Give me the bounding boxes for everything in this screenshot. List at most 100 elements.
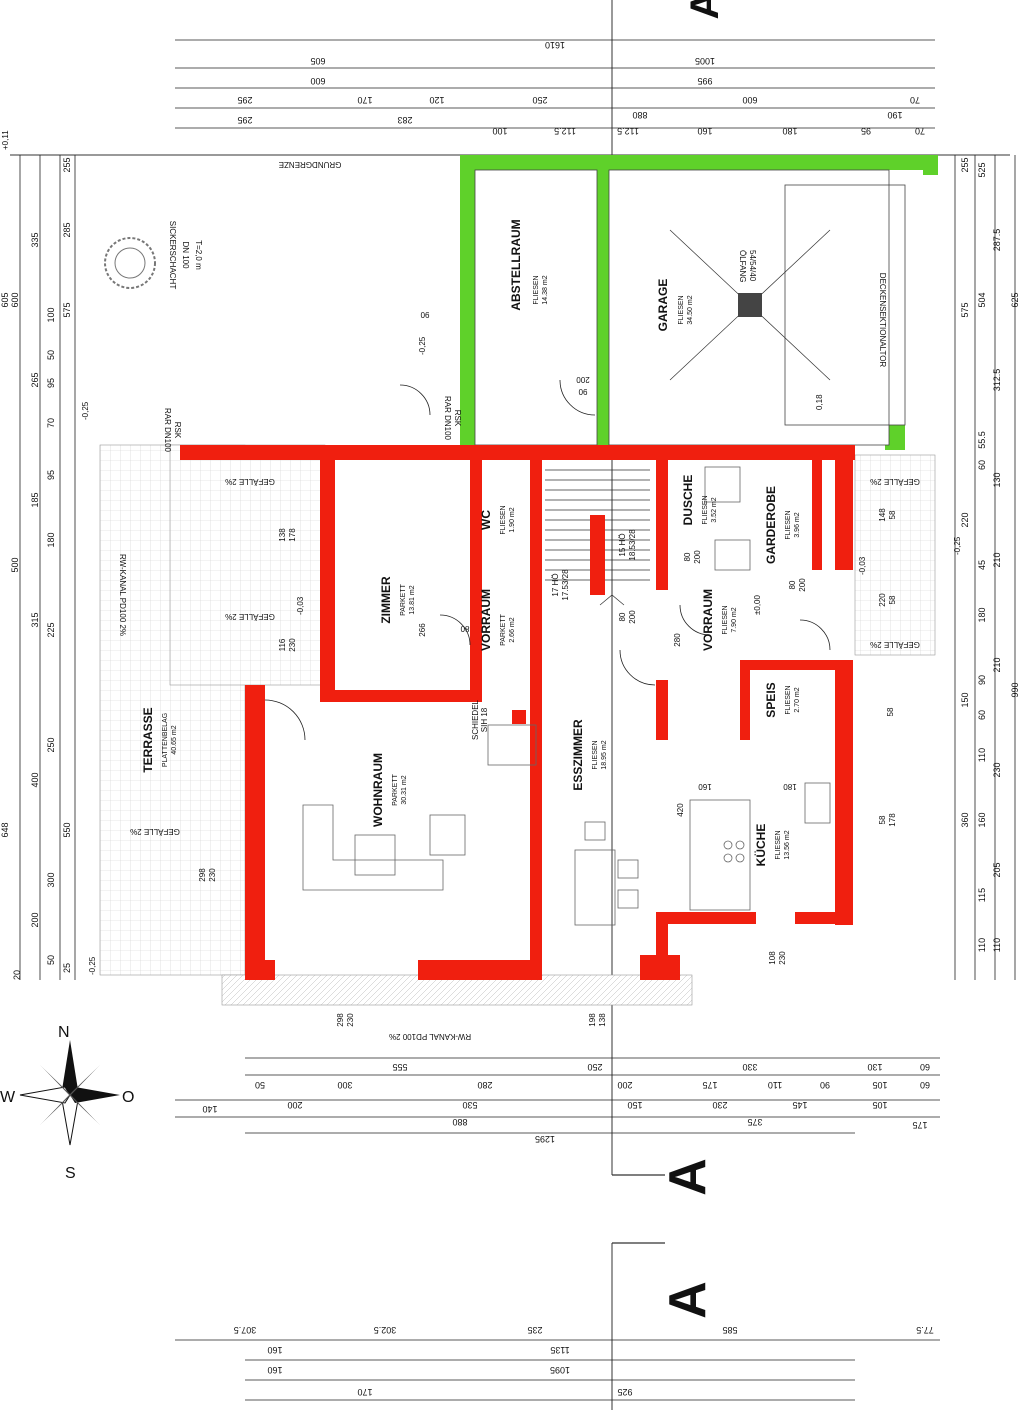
svg-text:400: 400	[30, 772, 40, 787]
room-speis: SPEIS FLIESEN 2.70 m2	[764, 682, 801, 717]
svg-text:255: 255	[62, 157, 72, 172]
svg-text:185: 185	[30, 492, 40, 507]
svg-text:ESSZIMMER: ESSZIMMER	[571, 719, 585, 791]
svg-text:T=2,0 m: T=2,0 m	[194, 240, 203, 270]
garage-walls: ÖLFANG 54/54/40 DECKENSEKTIONALTOR	[460, 155, 938, 450]
svg-text:266: 266	[418, 623, 427, 637]
svg-text:116: 116	[278, 638, 287, 651]
svg-text:FLIESEN: FLIESEN	[722, 605, 729, 634]
svg-text:585: 585	[722, 1325, 737, 1335]
svg-text:3.96 m2: 3.96 m2	[794, 512, 801, 537]
svg-text:230: 230	[288, 638, 297, 652]
room-abstellraum: ABSTELLRAUM FLIESEN 14.38 m2	[509, 219, 549, 310]
svg-text:80: 80	[618, 612, 627, 621]
svg-text:60: 60	[977, 460, 987, 470]
svg-text:235: 235	[527, 1325, 542, 1335]
svg-text:-0,25: -0,25	[953, 536, 962, 555]
svg-text:54/54/40: 54/54/40	[748, 250, 757, 282]
house-walls	[180, 445, 855, 980]
svg-text:2.66 m2: 2.66 m2	[509, 617, 516, 642]
room-garage: GARAGE FLIESEN 34.50 m2	[656, 279, 694, 332]
section-marker-bottom: A	[659, 1281, 717, 1319]
svg-text:250: 250	[46, 737, 56, 752]
svg-text:VORRAUM: VORRAUM	[479, 589, 493, 651]
svg-text:178: 178	[288, 528, 297, 542]
svg-text:250: 250	[587, 1062, 602, 1072]
svg-text:45: 45	[977, 560, 987, 570]
svg-text:280: 280	[673, 633, 682, 647]
svg-text:200: 200	[693, 550, 702, 564]
svg-text:555: 555	[392, 1062, 407, 1072]
svg-text:14.38 m2: 14.38 m2	[542, 275, 549, 304]
svg-text:160: 160	[697, 126, 712, 136]
svg-text:GEFÄLLE 2%: GEFÄLLE 2%	[870, 477, 920, 486]
svg-text:70: 70	[46, 418, 56, 428]
svg-text:575: 575	[62, 302, 72, 317]
dim-top-995: 995	[697, 76, 712, 86]
svg-text:283: 283	[397, 115, 412, 125]
svg-text:110: 110	[768, 1080, 782, 1090]
svg-text:525: 525	[977, 162, 987, 177]
svg-text:295: 295	[237, 115, 252, 125]
svg-text:120: 120	[429, 95, 444, 105]
svg-text:FLIESEN: FLIESEN	[775, 830, 782, 859]
svg-text:198: 198	[588, 1013, 597, 1027]
svg-text:200: 200	[617, 1080, 632, 1090]
svg-text:GEFÄLLE 2%: GEFÄLLE 2%	[225, 477, 275, 486]
svg-text:220: 220	[878, 593, 887, 607]
svg-text:TERRASSE: TERRASSE	[141, 707, 155, 772]
svg-text:300: 300	[46, 872, 56, 887]
svg-text:550: 550	[62, 822, 72, 837]
terrace-upper	[169, 444, 326, 686]
svg-text:110: 110	[992, 938, 1002, 952]
svg-text:PARKETT: PARKETT	[400, 583, 407, 615]
svg-text:160: 160	[698, 782, 712, 791]
stair-labels: 15 HÖ 18.53/28 17 HÖ 17.53/28	[551, 529, 637, 601]
svg-text:1095: 1095	[550, 1365, 570, 1375]
svg-text:ABSTELLRAUM: ABSTELLRAUM	[509, 219, 523, 310]
svg-text:100: 100	[492, 126, 507, 136]
svg-text:DECKENSEKTIONALTOR: DECKENSEKTIONALTOR	[878, 273, 887, 368]
doors	[264, 379, 831, 741]
svg-text:170: 170	[357, 1387, 372, 1397]
svg-text:50: 50	[46, 350, 56, 360]
svg-text:180: 180	[782, 126, 797, 136]
room-terrasse: TERRASSE PLATTENBELAG 40.65 m2	[141, 707, 178, 772]
svg-text:KÜCHE: KÜCHE	[753, 824, 768, 867]
furniture	[302, 466, 831, 926]
svg-text:90: 90	[977, 675, 987, 685]
svg-text:SIH 18: SIH 18	[480, 707, 489, 732]
svg-text:18.53/28: 18.53/28	[628, 529, 637, 561]
room-esszimmer: ESSZIMMER FLIESEN 18.95 m2	[571, 719, 608, 791]
svg-text:GEFÄLLE 2%: GEFÄLLE 2%	[225, 612, 275, 621]
svg-text:40.65 m2: 40.65 m2	[171, 725, 178, 754]
svg-text:18.95 m2: 18.95 m2	[601, 740, 608, 769]
svg-text:130: 130	[867, 1062, 882, 1072]
svg-text:DUSCHE: DUSCHE	[681, 475, 695, 526]
bottom-dimensions: 555 250 330 130 60 50 300 280 200 175 11…	[175, 1057, 940, 1144]
svg-text:190: 190	[887, 110, 902, 120]
svg-text:90: 90	[420, 310, 429, 319]
svg-text:302.5: 302.5	[374, 1325, 397, 1335]
svg-text:880: 880	[452, 1117, 467, 1127]
svg-text:FLIESEN: FLIESEN	[533, 275, 540, 304]
svg-text:600: 600	[742, 95, 757, 105]
svg-text:230: 230	[346, 1013, 355, 1027]
svg-text:ZIMMER: ZIMMER	[379, 576, 393, 624]
svg-text:17.53/28: 17.53/28	[561, 569, 570, 601]
svg-text:SPEIS: SPEIS	[764, 682, 778, 717]
svg-text:250: 250	[532, 95, 547, 105]
svg-text:60: 60	[920, 1080, 930, 1090]
svg-text:500: 500	[10, 557, 20, 572]
svg-text:1295: 1295	[535, 1134, 555, 1144]
dim-top-1610: 1610	[545, 40, 565, 50]
compass-rose: N S W O	[0, 1024, 134, 1182]
svg-text:3.52 m2: 3.52 m2	[711, 497, 718, 522]
svg-text:175: 175	[912, 1120, 927, 1130]
svg-text:25: 25	[62, 963, 72, 973]
svg-text:-0,03: -0,03	[296, 596, 305, 615]
svg-text:70: 70	[915, 126, 925, 136]
opening-labels: 138 178 116 230 266 148 58 220 58 58 58 …	[198, 310, 897, 1027]
svg-text:112.5: 112.5	[617, 126, 639, 136]
